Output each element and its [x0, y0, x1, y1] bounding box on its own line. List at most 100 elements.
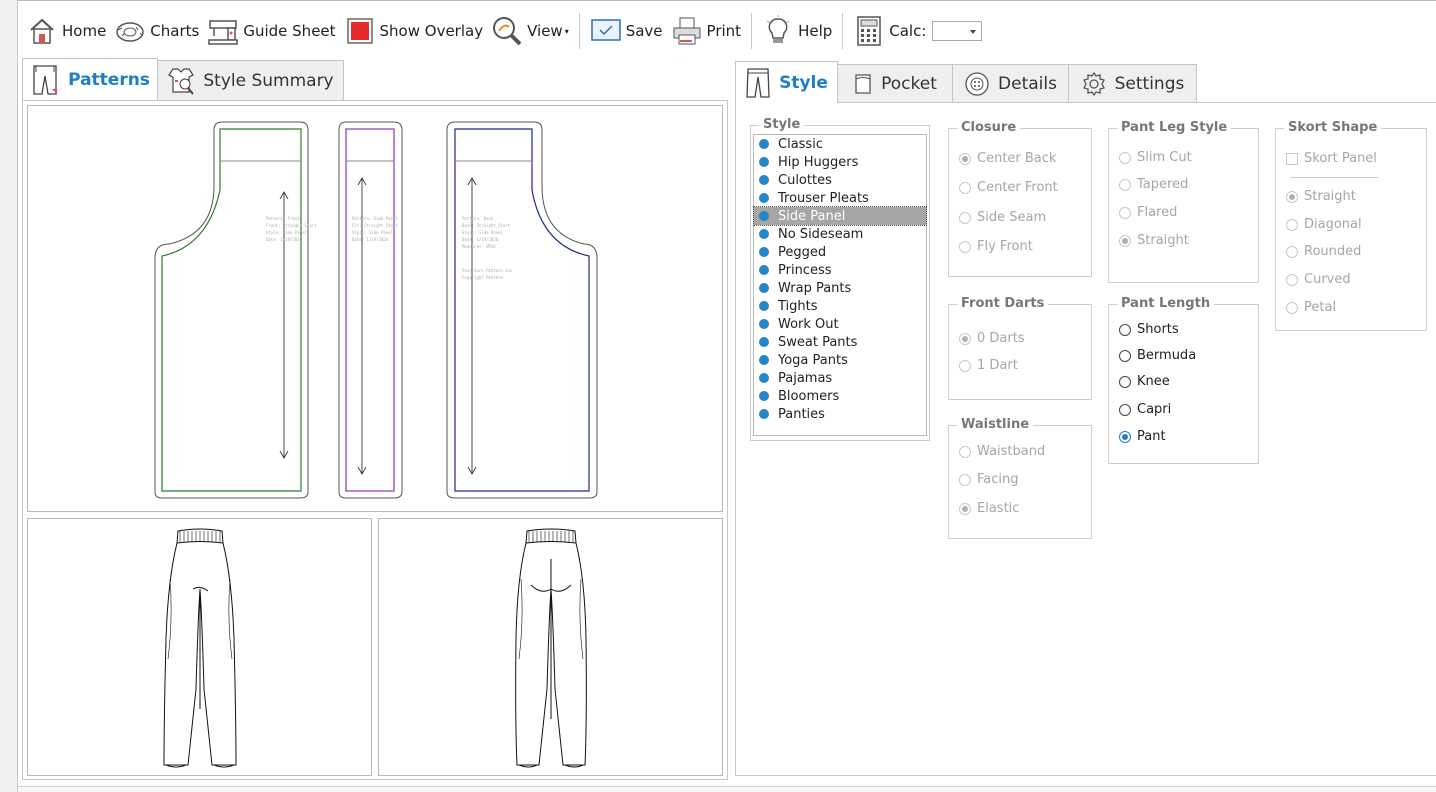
skort-petal-radio[interactable]: Petal — [1286, 300, 1336, 315]
leg-straight-radio[interactable]: Straight — [1119, 233, 1189, 248]
skort-straight-radio[interactable]: Straight — [1286, 189, 1356, 204]
style-item-classic[interactable]: Classic — [754, 135, 926, 153]
style-item-side-panel[interactable]: Side Panel — [753, 206, 927, 226]
bullet-icon — [759, 139, 769, 149]
skort-diagonal-radio[interactable]: Diagonal — [1286, 217, 1362, 232]
pant-length-group: Pant Length Shorts Bermuda Knee Capri Pa… — [1108, 296, 1259, 464]
style-item-tights[interactable]: Tights — [754, 297, 926, 315]
home-label: Home — [62, 22, 107, 40]
front-view-sketch[interactable] — [27, 518, 372, 776]
closure-center-back-radio[interactable]: Center Back — [959, 151, 1056, 166]
skort-panel-checkbox[interactable]: Skort Panel — [1286, 151, 1377, 166]
back-view-sketch[interactable] — [378, 518, 723, 776]
style-item-no-sideseam[interactable]: No Sideseam — [754, 225, 926, 243]
leg-slim-cut-radio[interactable]: Slim Cut — [1119, 150, 1192, 165]
help-label: Help — [798, 22, 833, 40]
tab-style[interactable]: Style — [735, 61, 838, 103]
gear-icon — [1081, 71, 1107, 97]
calculator-icon[interactable] — [853, 15, 885, 47]
charts-button[interactable]: Charts — [110, 11, 203, 51]
length-bermuda-radio[interactable]: Bermuda — [1119, 348, 1196, 363]
tab-style-summary-label: Style Summary — [203, 70, 334, 91]
closure-group: Closure Center Back Center Front Side Se… — [948, 120, 1092, 277]
svg-text:Copyright Pattern: Copyright Pattern — [462, 275, 504, 280]
chevron-down-icon: ▾ — [564, 26, 569, 36]
bullet-icon — [759, 391, 769, 401]
length-knee-radio[interactable]: Knee — [1119, 374, 1170, 389]
front-darts-group-title: Front Darts — [957, 296, 1049, 311]
calc-select[interactable] — [932, 21, 983, 41]
waistline-waistband-radio[interactable]: Waistband — [959, 444, 1045, 459]
help-button[interactable]: Help — [758, 11, 836, 51]
svg-text:Your Sure Pattern Inc: Your Sure Pattern Inc — [462, 268, 513, 273]
length-shorts-radio[interactable]: Shorts — [1119, 322, 1179, 337]
save-icon — [590, 15, 622, 47]
style-item-wrap-pants[interactable]: Wrap Pants — [754, 279, 926, 297]
style-item-work-out[interactable]: Work Out — [754, 315, 926, 333]
front-darts-1-radio[interactable]: 1 Dart — [959, 358, 1018, 373]
waistline-group: Waistline Waistband Facing Elastic — [948, 417, 1092, 539]
style-listbox[interactable]: Classic Hip Huggers Culottes Trouser Ple… — [753, 134, 927, 436]
closure-fly-front-radio[interactable]: Fly Front — [959, 239, 1033, 254]
bullet-icon — [759, 193, 769, 203]
style-item-yoga-pants[interactable]: Yoga Pants — [754, 351, 926, 369]
closure-center-front-radio[interactable]: Center Front — [959, 180, 1058, 195]
style-item-culottes[interactable]: Culottes — [754, 171, 926, 189]
style-item-hip-huggers[interactable]: Hip Huggers — [754, 153, 926, 171]
style-item-panties[interactable]: Panties — [754, 405, 926, 423]
skort-divider — [1290, 177, 1378, 178]
bullet-icon — [759, 337, 769, 347]
style-item-princess[interactable]: Princess — [754, 261, 926, 279]
show-overlay-button[interactable]: Show Overlay — [340, 11, 488, 51]
svg-text:Pattern: Back: Pattern: Back — [462, 216, 494, 221]
bullet-icon — [759, 157, 769, 167]
home-icon — [26, 15, 58, 47]
waistline-facing-radio[interactable]: Facing — [959, 472, 1019, 487]
tab-settings[interactable]: Settings — [1068, 64, 1197, 102]
length-pant-radio[interactable]: Pant — [1119, 429, 1166, 444]
skort-shape-group-title: Skort Shape — [1284, 120, 1382, 135]
style-item-trouser-pleats[interactable]: Trouser Pleats — [754, 189, 926, 207]
skort-curved-radio[interactable]: Curved — [1286, 272, 1351, 287]
waistline-group-title: Waistline — [957, 417, 1034, 432]
tab-details[interactable]: Details — [952, 64, 1069, 102]
style-item-pegged[interactable]: Pegged — [754, 243, 926, 261]
svg-text:Front: Straight_Start: Front: Straight_Start — [266, 223, 317, 228]
leg-flared-radio[interactable]: Flared — [1119, 205, 1177, 220]
overlay-icon — [344, 15, 376, 47]
closure-group-title: Closure — [957, 120, 1021, 135]
style-item-bloomers[interactable]: Bloomers — [754, 387, 926, 405]
pocket-icon — [853, 72, 873, 96]
svg-text:Date: 1/19/2026: Date: 1/19/2026 — [352, 237, 389, 242]
save-button[interactable]: Save — [586, 11, 667, 51]
tab-style-summary[interactable]: Style Summary — [157, 60, 344, 100]
leg-tapered-radio[interactable]: Tapered — [1119, 177, 1188, 192]
tab-pocket[interactable]: Pocket — [837, 64, 953, 102]
bullet-icon — [759, 283, 769, 293]
window-bottom-border — [18, 786, 1436, 792]
view-dropdown-button[interactable]: View ▾ — [487, 11, 573, 51]
guide-sheet-button[interactable]: Guide Sheet — [203, 11, 339, 51]
bullet-icon — [759, 409, 769, 419]
home-button[interactable]: Home — [22, 11, 110, 51]
shirt-magnifier-icon — [167, 66, 195, 96]
skort-rounded-radio[interactable]: Rounded — [1286, 244, 1361, 259]
pant-length-group-title: Pant Length — [1117, 296, 1215, 311]
tab-details-label: Details — [998, 73, 1057, 94]
print-button[interactable]: Print — [667, 11, 746, 51]
pant-leg-style-group-title: Pant Leg Style — [1117, 120, 1232, 135]
closure-side-seam-radio[interactable]: Side Seam — [959, 210, 1046, 225]
style-item-sweat-pants[interactable]: Sweat Pants — [754, 333, 926, 351]
front-darts-0-radio[interactable]: 0 Darts — [959, 331, 1025, 346]
length-capri-radio[interactable]: Capri — [1119, 402, 1171, 417]
toolbar-separator — [751, 13, 753, 49]
bullet-icon — [759, 265, 769, 275]
style-item-pajamas[interactable]: Pajamas — [754, 369, 926, 387]
print-label: Print — [706, 22, 742, 40]
toolbar-separator — [578, 13, 580, 49]
tab-patterns[interactable]: Patterns — [22, 58, 158, 100]
waistline-elastic-radio[interactable]: Elastic — [959, 501, 1019, 516]
